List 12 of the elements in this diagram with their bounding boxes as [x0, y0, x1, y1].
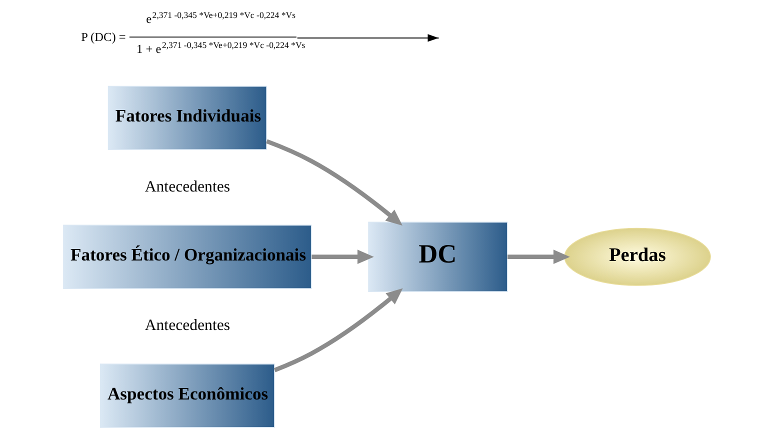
node-text: P (DC) = e$^{2,371 -0,345 *Ve+0,219 *Vc -0,224 *Vs}$ 1 + e$^{2,371 -0,345 *Ve+0,219 *Vc -0,224 *Vs}$: [81, 10, 306, 56]
arrow: [274, 288, 403, 372]
node-box: Fatores Individuais: [108, 86, 268, 150]
label: Antecedentes: [144, 317, 230, 334]
node-ellipse: Perdas: [564, 228, 711, 286]
node-box: Fatores Ético / Organizacionais: [63, 224, 312, 289]
arrow: [312, 250, 374, 264]
node-box: Aspectos Econômicos: [100, 364, 275, 428]
arrow: [507, 250, 570, 264]
label: Antecedentes: [144, 178, 230, 196]
node-box: DC: [368, 222, 508, 292]
arrow: [266, 139, 402, 226]
